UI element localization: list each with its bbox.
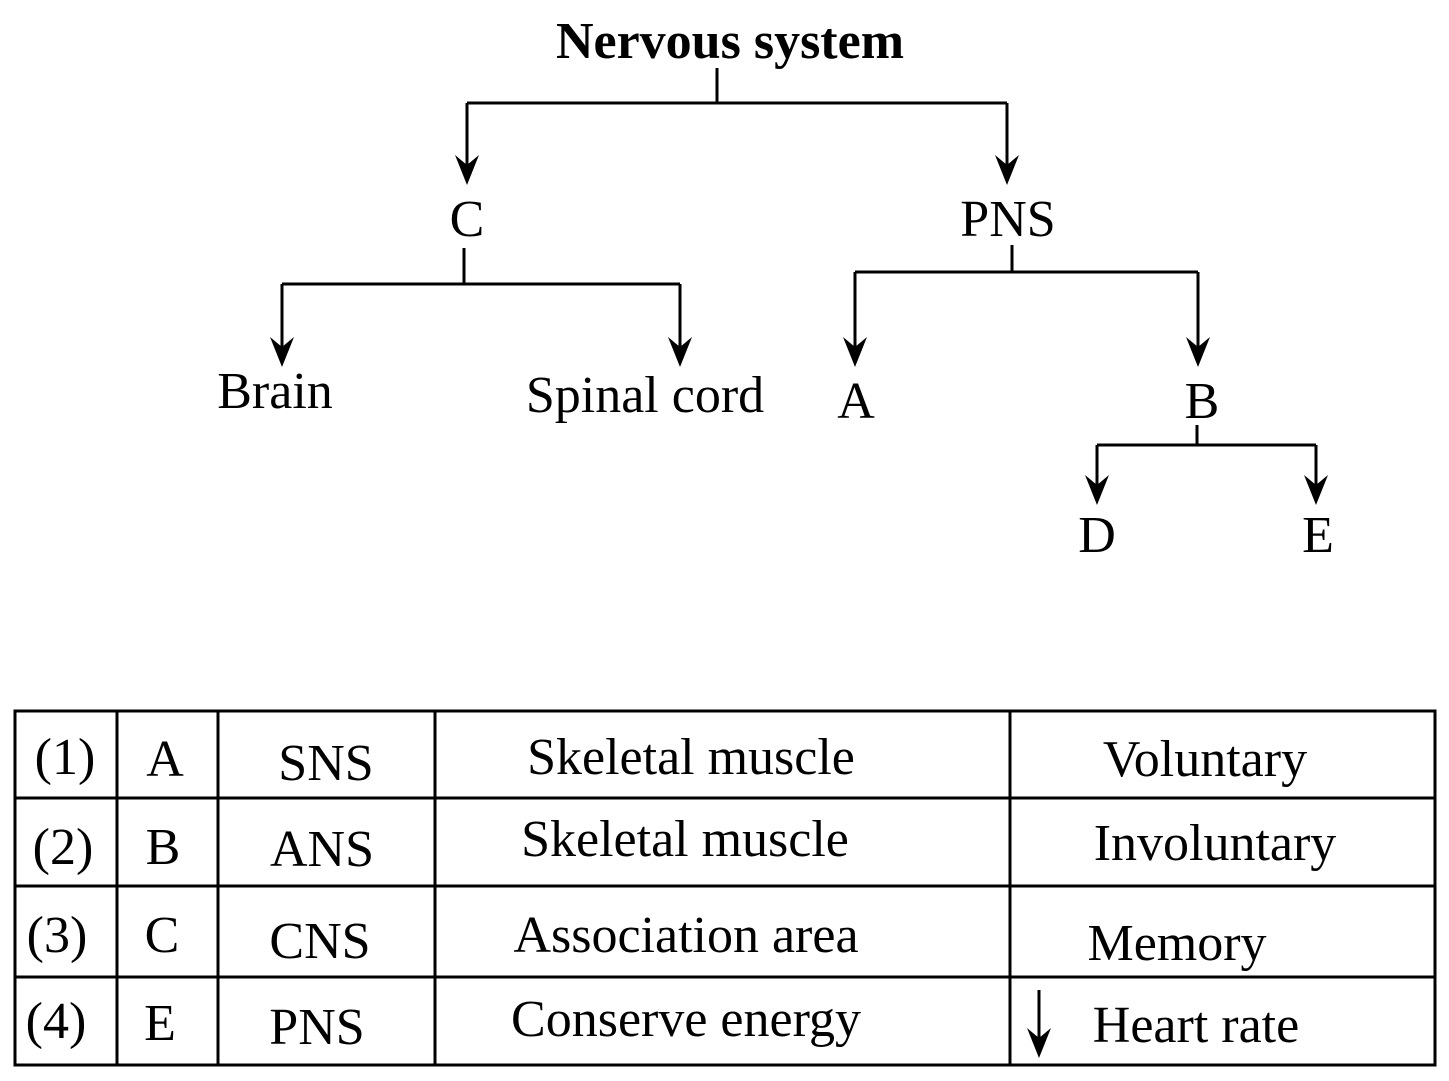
option-letter: B bbox=[146, 819, 181, 876]
option-target: Skeletal muscle bbox=[521, 811, 849, 868]
node-e: E bbox=[1302, 507, 1334, 564]
option-letter: E bbox=[144, 995, 176, 1052]
option-property: Memory bbox=[1087, 915, 1266, 972]
option-number: (1) bbox=[35, 729, 96, 786]
option-system: ANS bbox=[270, 821, 374, 878]
options-table: (1) A SNS Skeletal muscle Voluntary (2) … bbox=[13, 709, 1437, 1067]
option-system: CNS bbox=[269, 913, 370, 970]
node-d: D bbox=[1078, 507, 1116, 564]
node-spinal-cord: Spinal cord bbox=[526, 367, 764, 424]
option-system: SNS bbox=[278, 735, 373, 792]
node-brain: Brain bbox=[217, 363, 333, 420]
node-pns: PNS bbox=[960, 191, 1055, 248]
option-letter: A bbox=[146, 731, 184, 788]
down-arrow-icon bbox=[1027, 990, 1051, 1058]
connectors bbox=[270, 68, 1328, 505]
option-number: (3) bbox=[27, 907, 88, 964]
option-letter: C bbox=[145, 907, 180, 964]
option-row-2[interactable]: (2) B ANS Skeletal muscle Involuntary bbox=[33, 811, 1337, 878]
option-property: Involuntary bbox=[1094, 815, 1337, 872]
root-node-label: Nervous system bbox=[556, 13, 904, 70]
node-a: A bbox=[837, 373, 875, 430]
option-target: Association area bbox=[513, 907, 858, 964]
option-system: PNS bbox=[269, 999, 364, 1056]
option-number: (4) bbox=[26, 993, 87, 1050]
node-b: B bbox=[1185, 373, 1220, 430]
option-property: Voluntary bbox=[1103, 731, 1307, 788]
option-property: Heart rate bbox=[1093, 997, 1299, 1054]
node-c: C bbox=[450, 191, 485, 248]
option-target: Conserve energy bbox=[511, 991, 861, 1048]
option-row-1[interactable]: (1) A SNS Skeletal muscle Voluntary bbox=[35, 729, 1307, 792]
option-number: (2) bbox=[33, 819, 94, 876]
option-target: Skeletal muscle bbox=[527, 729, 855, 786]
option-row-3[interactable]: (3) C CNS Association area Memory bbox=[27, 907, 1267, 972]
option-row-4[interactable]: (4) E PNS Conserve energy Heart rate bbox=[26, 990, 1300, 1058]
